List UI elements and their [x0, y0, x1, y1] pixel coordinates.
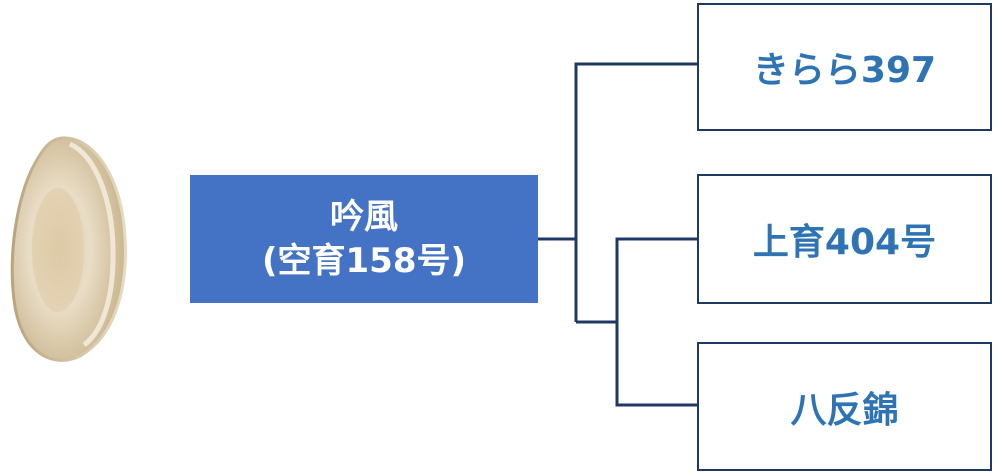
connector-joiku — [576, 237, 697, 324]
child-node-hattan: 八反錦 — [697, 342, 992, 471]
connector-hattan — [615, 322, 697, 407]
child-label: 八反錦 — [790, 389, 899, 431]
child-label: 上育404号 — [752, 222, 937, 263]
root-code: (空育158号) — [261, 241, 467, 281]
child-node-joiku: 上育404号 — [697, 174, 992, 304]
connector-kirara — [574, 62, 697, 322]
root-name: 吟風 — [330, 196, 398, 237]
child-label: きらら397 — [752, 50, 937, 91]
rice-grain-icon — [10, 136, 127, 362]
root-node: 吟風 (空育158号) — [190, 175, 538, 303]
child-node-kirara: きらら397 — [697, 3, 992, 131]
